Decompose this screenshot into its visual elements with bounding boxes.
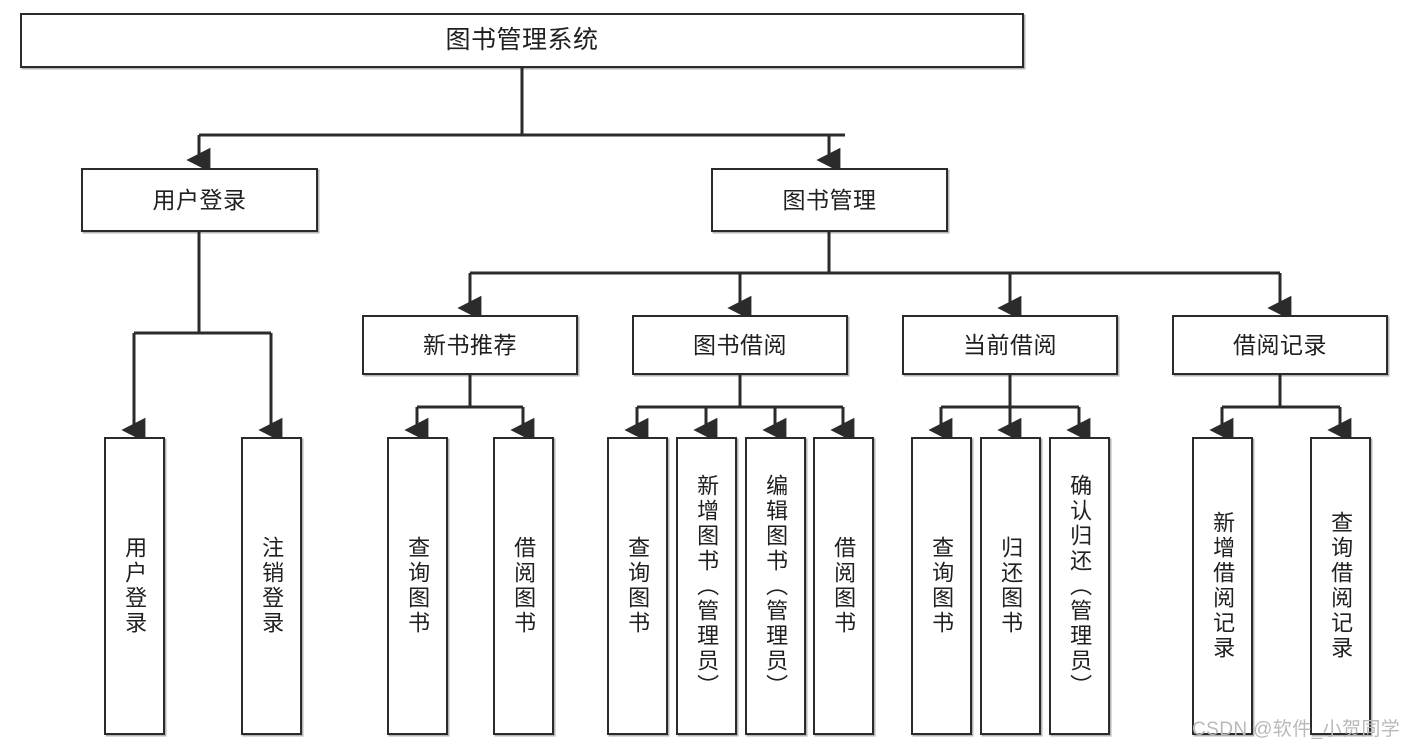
node-leaf-current-query[interactable]: 查询图书 bbox=[911, 437, 972, 735]
node-leaf-borrow-add-book[interactable]: 新增图书（管理员） bbox=[676, 437, 737, 735]
node-leaf-current-return[interactable]: 归还图书 bbox=[980, 437, 1041, 735]
node-leaf-records-add[interactable]: 新增借阅记录 bbox=[1192, 437, 1253, 735]
node-leaf-current-return-label: 归还图书 bbox=[998, 536, 1024, 636]
node-book-management-label: 图书管理 bbox=[782, 186, 877, 213]
node-book-borrow[interactable]: 图书借阅 bbox=[632, 315, 848, 375]
node-leaf-user-login-signin[interactable]: 用户登录 bbox=[104, 437, 165, 735]
node-root-system[interactable]: 图书管理系统 bbox=[20, 13, 1024, 68]
node-book-borrow-label: 图书借阅 bbox=[693, 331, 787, 358]
node-leaf-borrow-edit-book-label: 编辑图书（管理员） bbox=[763, 473, 789, 699]
node-user-login[interactable]: 用户登录 bbox=[81, 168, 318, 232]
node-root-system-label: 图书管理系统 bbox=[445, 26, 599, 55]
node-new-book-recommend-label: 新书推荐 bbox=[423, 331, 517, 358]
node-leaf-borrow-query-label: 查询图书 bbox=[625, 536, 651, 636]
node-borrow-records[interactable]: 借阅记录 bbox=[1172, 315, 1388, 375]
node-leaf-user-login-signout[interactable]: 注销登录 bbox=[241, 437, 302, 735]
node-leaf-current-confirm-return[interactable]: 确认归还（管理员） bbox=[1049, 437, 1110, 735]
node-leaf-records-query[interactable]: 查询借阅记录 bbox=[1310, 437, 1371, 735]
node-current-borrow-label: 当前借阅 bbox=[963, 331, 1057, 358]
node-current-borrow[interactable]: 当前借阅 bbox=[902, 315, 1118, 375]
node-leaf-records-add-label: 新增借阅记录 bbox=[1210, 511, 1236, 661]
node-leaf-new-book-borrow[interactable]: 借阅图书 bbox=[493, 437, 554, 735]
node-leaf-records-query-label: 查询借阅记录 bbox=[1328, 511, 1354, 661]
node-leaf-borrow-query[interactable]: 查询图书 bbox=[607, 437, 668, 735]
node-leaf-new-book-query-label: 查询图书 bbox=[405, 536, 431, 636]
node-leaf-current-confirm-return-label: 确认归还（管理员） bbox=[1067, 473, 1093, 699]
node-leaf-borrow-borrow-book-label: 借阅图书 bbox=[831, 536, 857, 636]
node-book-management[interactable]: 图书管理 bbox=[711, 168, 948, 232]
node-leaf-borrow-add-book-label: 新增图书（管理员） bbox=[694, 473, 720, 699]
node-leaf-user-login-signin-label: 用户登录 bbox=[122, 536, 148, 636]
node-leaf-borrow-borrow-book[interactable]: 借阅图书 bbox=[813, 437, 874, 735]
csdn-watermark: CSDN @软件_小贺同学 bbox=[1192, 719, 1401, 740]
node-user-login-label: 用户登录 bbox=[152, 186, 247, 213]
node-leaf-new-book-query[interactable]: 查询图书 bbox=[387, 437, 448, 735]
node-new-book-recommend[interactable]: 新书推荐 bbox=[362, 315, 578, 375]
node-borrow-records-label: 借阅记录 bbox=[1233, 331, 1327, 358]
node-leaf-user-login-signout-label: 注销登录 bbox=[259, 536, 285, 636]
node-leaf-new-book-borrow-label: 借阅图书 bbox=[511, 536, 537, 636]
node-leaf-borrow-edit-book[interactable]: 编辑图书（管理员） bbox=[745, 437, 806, 735]
node-leaf-current-query-label: 查询图书 bbox=[929, 536, 955, 636]
